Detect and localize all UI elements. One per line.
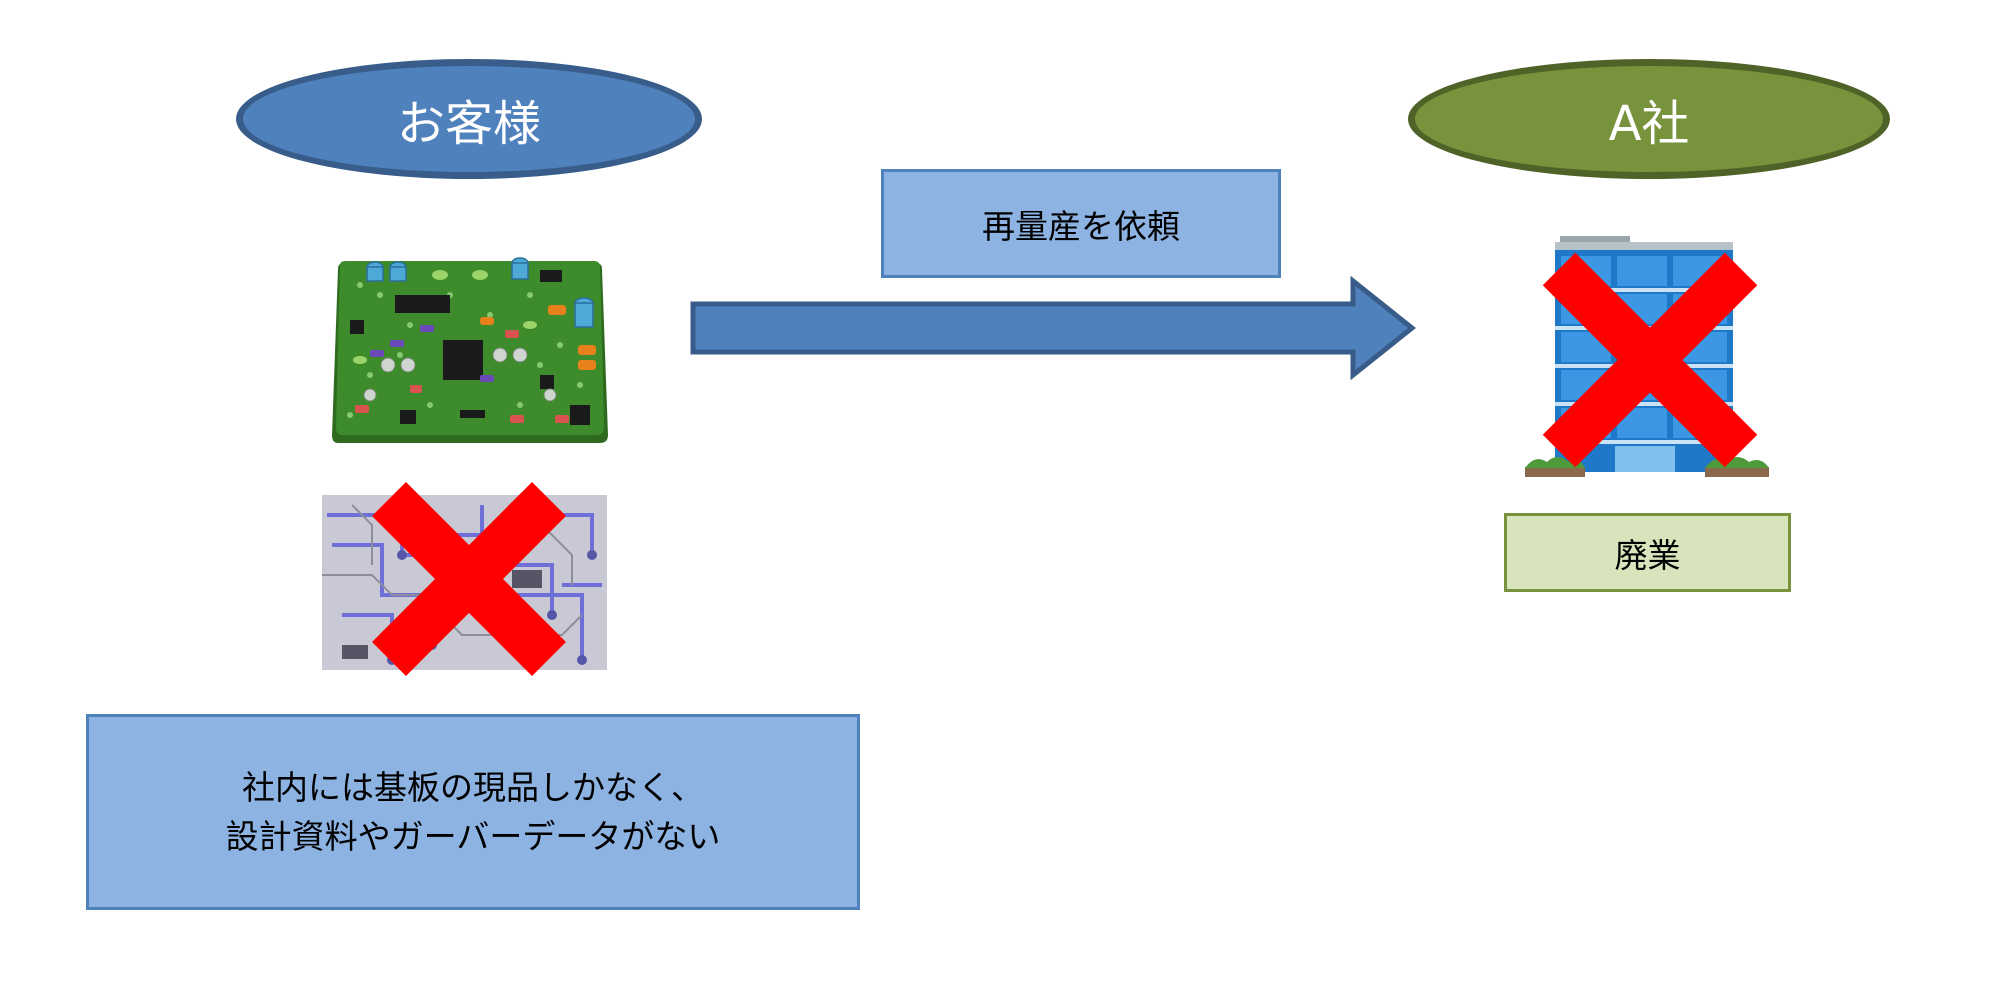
request-box: 再量産を依頼 [881,169,1281,278]
note-line-2: 設計資料やガーバーデータがない [225,817,721,856]
closure-box: 廃業 [1504,513,1791,592]
cross-mark-icon [372,482,566,676]
note-line-1: 社内には基板の現品しかなく、 [242,767,704,807]
closure-label: 廃業 [1614,535,1681,575]
company-label: A社 [1408,59,1890,179]
customer-label: お客様 [236,59,702,179]
circuit-board-icon [332,257,608,443]
company-label-text: A社 [1608,96,1690,152]
request-label: 再量産を依頼 [982,206,1180,246]
note-box: 社内には基板の現品しかなく、 設計資料やガーバーデータがない [86,714,860,910]
customer-label-text: お客様 [396,96,541,152]
right-arrow-icon [690,275,1417,381]
cross-mark-icon [1542,252,1758,468]
